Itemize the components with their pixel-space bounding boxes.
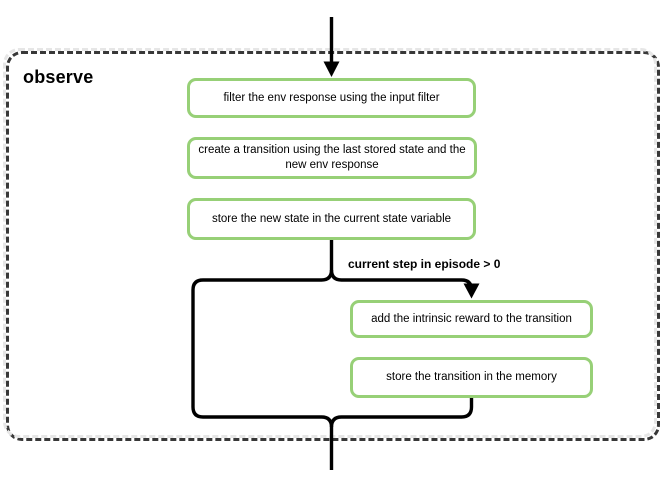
- condition-edge-label: current step in episode > 0: [348, 257, 501, 271]
- node-label: create a transition using the last store…: [198, 144, 466, 171]
- node-create-transition: create a transition using the last store…: [187, 137, 477, 179]
- node-add-intrinsic-reward: add the intrinsic reward to the transiti…: [350, 300, 593, 338]
- node-label: add the intrinsic reward to the transiti…: [371, 312, 572, 325]
- group-title: observe: [23, 67, 94, 87]
- node-label: store the new state in the current state…: [211, 212, 452, 225]
- node-store-new-state: store the new state in the current state…: [187, 198, 476, 240]
- node-filter-env-response: filter the env response using the input …: [187, 78, 476, 118]
- node-label: store the transition in the memory: [386, 371, 557, 384]
- node-label: filter the env response using the input …: [223, 91, 440, 104]
- node-store-transition: store the transition in the memory: [350, 357, 593, 398]
